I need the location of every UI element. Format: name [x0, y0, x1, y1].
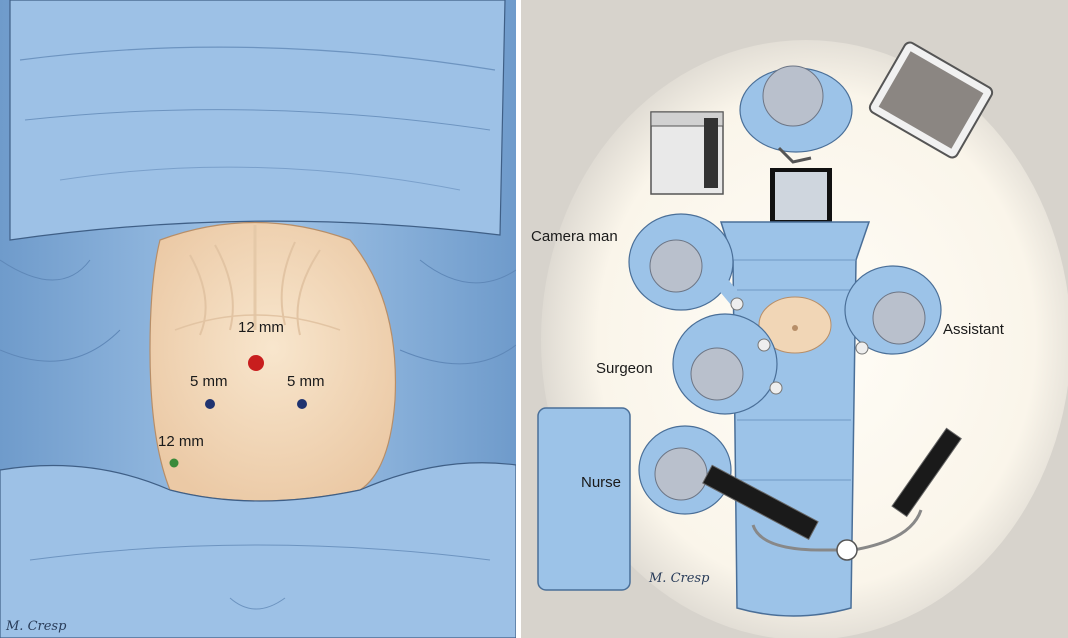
assistant-figure	[845, 266, 941, 354]
left-port-label: 5 mm	[190, 373, 228, 390]
artist-signature: M. Cresp	[5, 619, 67, 634]
right-port-label: 5 mm	[287, 373, 325, 390]
nurse-label: Nurse	[581, 474, 621, 491]
surgeon-label: Surgeon	[596, 360, 653, 377]
upper-drape-fold	[10, 0, 505, 240]
operating-room-setup-illustration: Camera man Assistant Surgeon Nurse M. Cr…	[521, 0, 1068, 638]
instrument-table	[538, 408, 630, 590]
equipment-tower	[651, 112, 723, 194]
abdomen-drape-drawing: 12 mm 5 mm 5 mm 12 mm M. Cresp	[0, 0, 516, 638]
monitor-boom	[837, 540, 857, 560]
camera-port-label: 12 mm	[238, 319, 284, 336]
lateral-port-marker	[170, 459, 179, 468]
camera-port-marker	[248, 355, 264, 371]
camera-man-label: Camera man	[531, 228, 618, 245]
assistant-label: Assistant	[943, 321, 1005, 338]
port-placement-illustration: 12 mm 5 mm 5 mm 12 mm M. Cresp	[0, 0, 516, 638]
right-working-port-marker	[297, 399, 307, 409]
left-working-port-marker	[205, 399, 215, 409]
patient-head	[775, 172, 827, 220]
or-layout-drawing: Camera man Assistant Surgeon Nurse M. Cr…	[521, 0, 1068, 638]
artist-signature: M. Cresp	[648, 571, 710, 586]
lateral-port-label: 12 mm	[158, 433, 204, 450]
abdominal-skin-window	[150, 223, 395, 502]
